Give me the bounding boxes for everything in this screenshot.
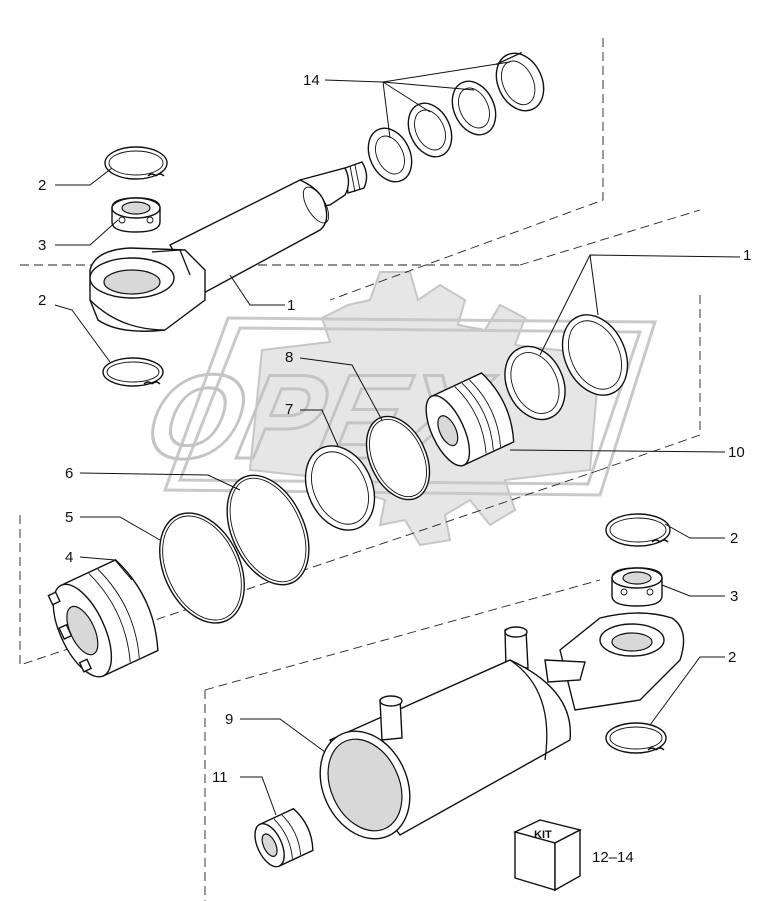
watermark: OPEX: [134, 271, 658, 547]
label-11: 11: [212, 769, 228, 786]
callout-labels: 14 2 3 2 1 1 8 7 10 6 5 4 2 3 2 9 11 12–…: [38, 72, 751, 866]
part-1-rings-right: [504, 314, 629, 421]
part-8-o-ring: [365, 415, 431, 501]
label-1-right: 1: [743, 247, 751, 264]
label-2-right: 2: [730, 530, 738, 547]
piston-rod: [89, 161, 368, 332]
label-2-top: 2: [38, 177, 46, 194]
label-1-rod: 1: [287, 297, 295, 314]
part-7-seal-ring: [304, 445, 376, 531]
watermark-outer-frame: [162, 316, 658, 497]
label-6: 6: [65, 465, 73, 482]
label-5: 5: [65, 509, 73, 526]
watermark-inner-frame: [177, 326, 643, 486]
kit-box: KIT: [513, 819, 582, 892]
label-4: 4: [65, 549, 73, 566]
label-3-right: 3: [730, 588, 738, 605]
leader-lines: [54, 61, 741, 816]
label-9: 9: [225, 711, 233, 728]
label-2-second: 2: [38, 292, 46, 309]
part-4-gland-nut: [47, 559, 159, 678]
kit-label: KIT: [534, 829, 552, 841]
part-3-bushing-top: [111, 197, 161, 233]
part-14-guide-rings: [367, 51, 545, 183]
label-7: 7: [285, 401, 293, 418]
label-8: 8: [285, 349, 293, 366]
part-2-circlip-second: [102, 357, 164, 387]
part-10-piston: [425, 372, 515, 467]
label-14: 14: [303, 72, 320, 89]
part-9-cylinder-barrel: [319, 612, 685, 840]
part-11-bushing: [254, 807, 314, 868]
part-2-circlip-top: [104, 146, 168, 180]
part-6-large-o-ring: [226, 474, 310, 586]
part-2-circlip-bottom-right: [605, 722, 667, 754]
part-5-o-ring: [159, 512, 245, 624]
label-12-14: 12–14: [592, 849, 634, 866]
label-2-bottom-right: 2: [728, 649, 736, 666]
part-2-circlip-right: [605, 513, 671, 547]
label-3-top: 3: [38, 237, 46, 254]
label-10: 10: [728, 444, 745, 461]
part-3-bushing-right: [611, 567, 663, 607]
